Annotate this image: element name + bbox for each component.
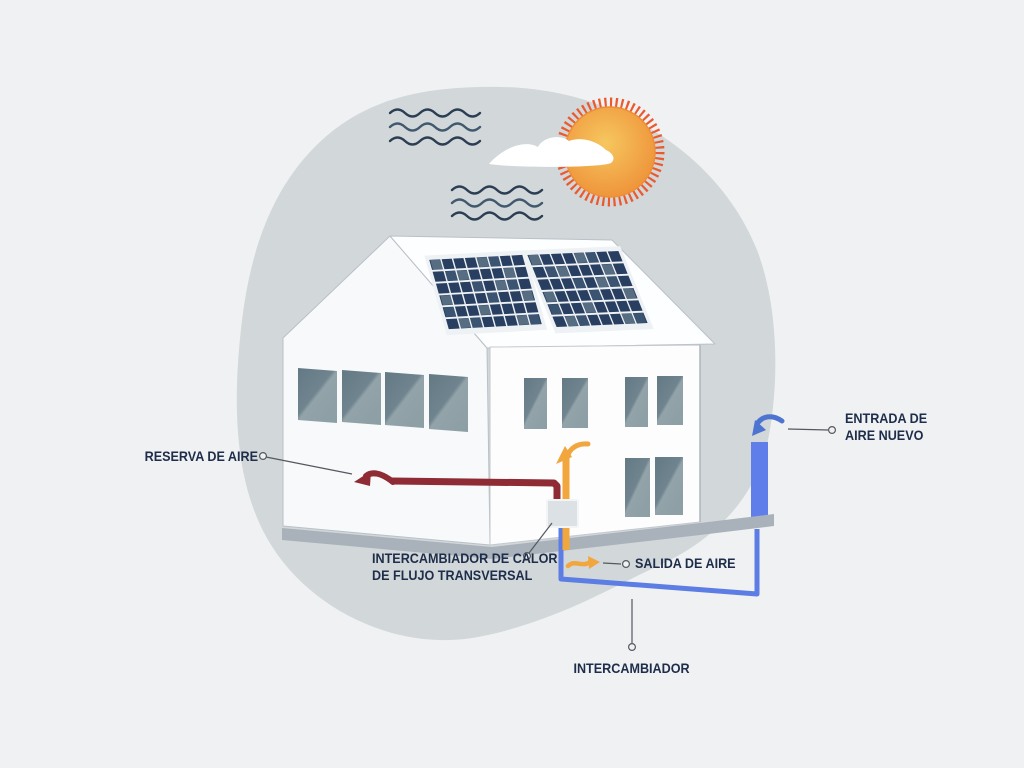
solar-cell [430, 259, 443, 270]
solar-cell [456, 270, 470, 281]
solar-cell [516, 315, 530, 325]
solar-cell [528, 314, 541, 325]
solar-cell [506, 279, 520, 290]
solar-cell [486, 292, 500, 303]
solar-cell [528, 254, 542, 266]
solar-cell [521, 290, 535, 301]
fresh-air-intake-pipe [751, 442, 768, 522]
window [625, 458, 650, 517]
solar-cell [439, 258, 462, 330]
label-text: INTERCAMBIADOR [573, 660, 691, 676]
solar-cell [564, 315, 579, 327]
label-entrada-de-aire-nuevo: ENTRADA DE AIRE NUEVO [845, 410, 936, 444]
window [298, 368, 337, 423]
solar-cell [623, 288, 637, 299]
window [657, 376, 683, 425]
heat-exchanger-box [546, 499, 579, 528]
left-wall-windows [298, 368, 468, 432]
solar-cell [606, 276, 621, 287]
solar-cell [595, 276, 609, 288]
warm-air-up-arrowhead-icon [556, 446, 572, 464]
connector-dot [621, 559, 630, 568]
connector-dot [627, 642, 636, 651]
solar-cell [583, 251, 615, 326]
solar-cell [451, 257, 473, 329]
solar-cell [585, 252, 599, 263]
solar-cell [443, 306, 457, 317]
window [625, 377, 648, 427]
solar-cell [476, 257, 490, 268]
ground-bar [282, 514, 774, 559]
label-connectors [259, 426, 836, 651]
solar-cell [495, 280, 508, 291]
solar-cell [488, 256, 501, 267]
solar-cell [601, 264, 616, 275]
connector-dot [259, 452, 268, 461]
connector-dot [827, 426, 836, 435]
solar-cell [549, 252, 581, 328]
wind-waves-icon-bottom [450, 185, 544, 221]
solar-panel-left [424, 250, 548, 336]
solar-cell [571, 251, 604, 327]
window [342, 370, 381, 425]
solar-cell [572, 277, 587, 289]
solar-cell [594, 250, 626, 326]
label-text: AIRE NUEVO [845, 427, 924, 443]
solar-panel-right [521, 246, 654, 334]
label-text: INTERCAMBIADOR DE CALOR [372, 550, 558, 566]
solar-cell [605, 250, 638, 325]
solar-cell [582, 302, 597, 313]
solar-cell [478, 305, 491, 316]
label-text: SALIDA DE AIRE [635, 555, 736, 571]
label-reserva-de-aire: RESERVA DE AIRE [118, 448, 258, 465]
air-reserve-pipe [354, 470, 561, 502]
solar-cell [486, 255, 508, 327]
window [429, 374, 468, 432]
label-text: DE FLUJO TRANSVERSAL [372, 567, 533, 583]
solar-cell [440, 295, 453, 306]
solar-cell [543, 291, 557, 303]
air-reserve-arrowhead-icon [354, 471, 371, 486]
air-outlet-arrowhead-icon [588, 556, 600, 569]
solar-cell [445, 270, 458, 281]
solar-cell [576, 315, 590, 326]
solar-cell [537, 253, 570, 328]
front-wall-windows [524, 376, 683, 517]
solar-cell [474, 256, 497, 328]
air-outlet-arrow-icon [565, 559, 593, 569]
solar-cell [556, 266, 570, 277]
label-salida-de-aire: SALIDA DE AIRE [635, 555, 747, 572]
fresh-air-arrowhead-icon [752, 420, 766, 436]
solar-cell [573, 252, 588, 264]
label-text: RESERVA DE AIRE [144, 448, 258, 464]
connector-dot [522, 551, 531, 560]
cloud-icon [489, 137, 614, 167]
solar-cell [509, 254, 532, 326]
wind-waves-icon-top [388, 108, 482, 146]
solar-cell [544, 266, 559, 277]
solar-cell [470, 317, 483, 328]
solar-cell [498, 255, 520, 327]
solar-cell [588, 289, 603, 301]
underground-duct [558, 525, 760, 597]
solar-cell [621, 313, 636, 324]
solar-cell [503, 267, 516, 278]
fresh-air-arrow-icon [752, 414, 785, 436]
solar-cell [471, 281, 485, 292]
window [562, 378, 588, 428]
solar-cell [633, 312, 647, 324]
label-text: ENTRADA DE [845, 410, 928, 426]
label-intercambiador: INTERCAMBIADOR [562, 660, 702, 677]
window [385, 372, 424, 428]
solar-cell [458, 318, 471, 329]
window [655, 457, 683, 515]
solar-cell [560, 252, 592, 327]
window [524, 378, 547, 429]
solar-cell [548, 304, 562, 315]
solar-cell [463, 257, 485, 329]
label-intercambiador-de-calor: INTERCAMBIADOR DE CALOR DE FLUJO TRANSVE… [372, 550, 578, 584]
